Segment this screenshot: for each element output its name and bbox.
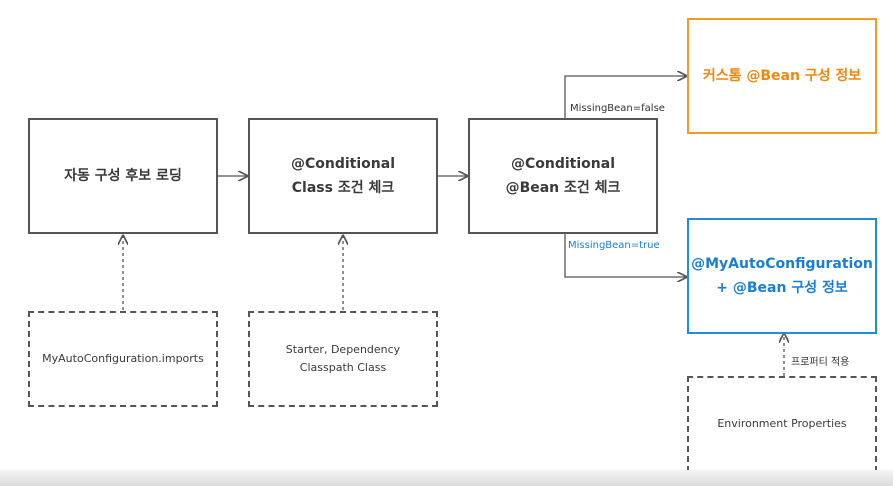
arrow-bean-to-auto — [564, 234, 686, 277]
bottom-shade — [0, 470, 893, 486]
node-class-check-line1: @Conditional — [290, 156, 395, 172]
node-custom-label: 커스톰 @Bean 구성 정보 — [702, 68, 862, 84]
node-auto-line2: + @Bean 구성 정보 — [716, 280, 848, 296]
node-auto: @MyAutoConfiguration + @Bean 구성 정보 — [687, 218, 877, 334]
node-starter: Starter, Dependency Classpath Class — [248, 311, 438, 407]
node-imports: MyAutoConfiguration.imports — [28, 311, 218, 407]
node-bean-check-line2: @Bean 조건 체크 — [505, 180, 621, 196]
node-bean-check: @Conditional @Bean 조건 체크 — [468, 118, 658, 234]
node-custom: 커스톰 @Bean 구성 정보 — [687, 18, 877, 134]
node-load: 자동 구성 후보 로딩 — [28, 118, 218, 234]
node-env: Environment Properties — [687, 376, 877, 472]
label-missing-true: MissingBean=true — [568, 240, 660, 251]
label-property-apply: 프로퍼티 적용 — [791, 357, 850, 368]
node-auto-line1: @MyAutoConfiguration — [691, 256, 873, 272]
node-starter-line1: Starter, Dependency — [285, 343, 401, 356]
arrow-bean-to-custom — [564, 76, 686, 118]
node-class-check-line2: Class 조건 체크 — [291, 180, 395, 196]
node-env-label: Environment Properties — [717, 417, 847, 430]
node-starter-line2: Classpath Class — [299, 361, 387, 374]
node-bean-check-line1: @Conditional — [510, 156, 615, 172]
node-load-label: 자동 구성 후보 로딩 — [64, 168, 182, 184]
node-imports-label: MyAutoConfiguration.imports — [42, 352, 204, 365]
node-class-check: @Conditional Class 조건 체크 — [248, 118, 438, 234]
label-missing-false: MissingBean=false — [570, 103, 665, 114]
